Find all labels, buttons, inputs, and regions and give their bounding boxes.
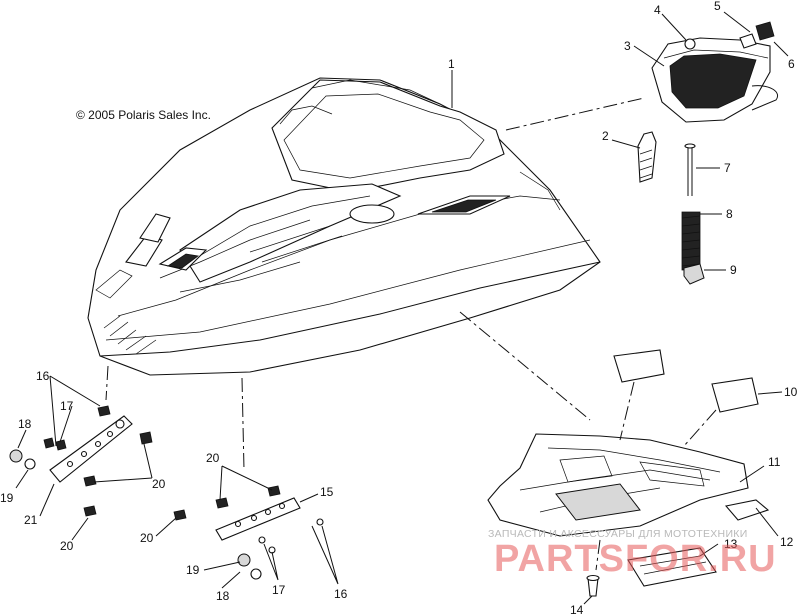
callout-19-left: 19 <box>0 491 14 505</box>
callout-13: 13 <box>724 537 738 551</box>
callout-8: 8 <box>726 207 733 221</box>
callout-20-d: 20 <box>140 531 154 545</box>
callout-16-left: 16 <box>36 369 50 383</box>
callout-6: 6 <box>788 57 795 71</box>
right-bracket-assembly <box>173 485 324 580</box>
callout-17-left: 17 <box>60 399 74 413</box>
callout-9: 9 <box>730 263 737 277</box>
callout-11: 11 <box>768 455 781 469</box>
callout-5: 5 <box>714 0 721 13</box>
relation-lines <box>105 97 717 571</box>
callout-17-right: 17 <box>272 583 286 597</box>
copyright-notice: © 2005 Polaris Sales Inc. <box>76 108 211 122</box>
callout-4: 4 <box>654 3 661 17</box>
callout-18-right: 18 <box>216 589 230 603</box>
callout-7: 7 <box>724 161 731 175</box>
callout-16-right: 16 <box>334 587 348 601</box>
belly-pan-assembly <box>487 349 770 597</box>
fastener-parts <box>637 131 705 285</box>
hood-assembly <box>87 77 601 376</box>
headlight-assembly <box>651 21 778 123</box>
callout-2: 2 <box>602 129 609 143</box>
callout-12: 12 <box>780 535 794 549</box>
callout-1: 1 <box>448 57 455 71</box>
left-bracket-assembly <box>9 405 153 517</box>
watermark-subtitle: ЗАПЧАСТИ И АКСЕССУАРЫ ДЛЯ МОТОТЕХНИКИ <box>488 528 748 540</box>
watermark-brand: PARTSFOR.RU <box>494 538 777 580</box>
callout-14: 14 <box>570 603 584 616</box>
callout-15: 15 <box>320 485 334 499</box>
callout-19-right: 19 <box>186 563 200 577</box>
callout-20-a: 20 <box>152 477 166 491</box>
callout-21: 21 <box>24 513 38 527</box>
callout-3: 3 <box>624 39 631 53</box>
callout-10: 10 <box>784 385 798 399</box>
callout-18-left: 18 <box>18 417 32 431</box>
callout-20-b: 20 <box>60 539 74 553</box>
watermark: ЗАПЧАСТИ И АКСЕССУАРЫ ДЛЯ МОТОТЕХНИКИ PA… <box>488 528 788 588</box>
leader-lines <box>15 11 789 605</box>
callout-20-c: 20 <box>206 451 220 465</box>
